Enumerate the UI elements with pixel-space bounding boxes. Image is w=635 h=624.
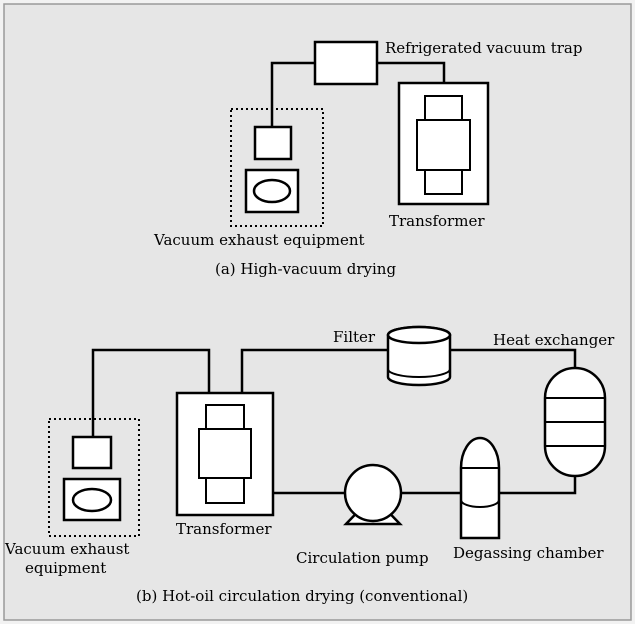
- vacuum-exhaust-equipment-b: [48, 418, 140, 537]
- pipe-vacuum-to-transformer: [91, 348, 211, 437]
- vacuum-exhaust-a-label: Vacuum exhaust equipment: [153, 231, 365, 249]
- transformer-a-label: Transformer: [389, 212, 485, 230]
- vacuum-exhaust-b-label-line1: Vacuum exhaust: [4, 540, 129, 558]
- caption-b: (b) Hot-oil circulation drying (conventi…: [136, 587, 468, 605]
- diagram-b: [48, 325, 607, 540]
- circulation-pump-label: Circulation pump: [296, 549, 429, 567]
- figure-background: [3, 3, 632, 621]
- pipe-trap-to-vacuum: [270, 61, 315, 127]
- diagram-a: [230, 40, 490, 227]
- filter: [386, 325, 452, 387]
- trap-label: Refrigerated vacuum trap: [385, 39, 582, 57]
- vacuum-exhaust-b-label-line2: equipment: [25, 559, 106, 577]
- heat-exchanger-label: Heat exchanger: [493, 331, 615, 349]
- refrigerated-vacuum-trap: [313, 40, 379, 86]
- circulation-pump: [343, 463, 403, 526]
- vacuum-exhaust-equipment-a: [230, 108, 324, 227]
- pipe-heat-exchanger-to-degassing: [499, 476, 577, 495]
- transformer-b: [175, 391, 275, 517]
- transformer-b-label: Transformer: [176, 520, 272, 538]
- degassing-chamber-label: Degassing chamber: [453, 544, 604, 562]
- filter-label: Filter: [333, 328, 376, 346]
- pipe-transformer-to-filter: [240, 348, 388, 393]
- degassing-chamber: [459, 436, 501, 540]
- transformer-a: [397, 81, 490, 206]
- caption-a: (a) High-vacuum drying: [215, 260, 396, 278]
- pipe-filter-to-heat-exchanger: [450, 348, 577, 368]
- pipe-trap-to-transformer: [377, 61, 446, 83]
- heat-exchanger: [543, 366, 607, 478]
